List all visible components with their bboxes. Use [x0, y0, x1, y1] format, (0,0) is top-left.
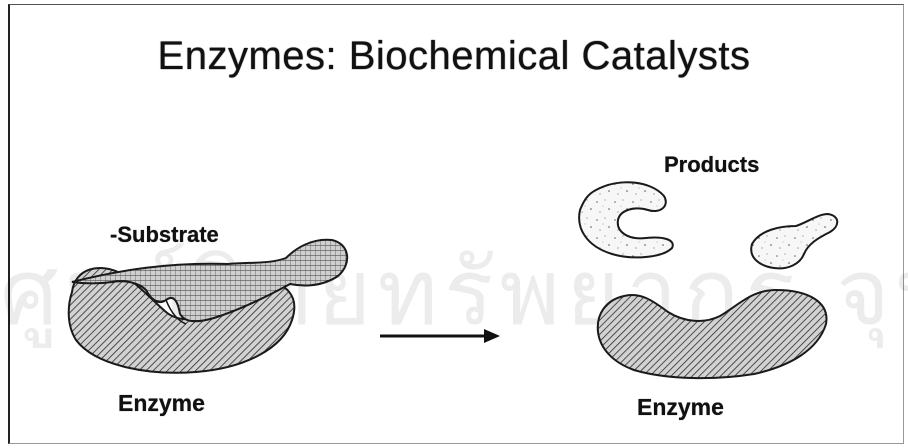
substrate-label: -Substrate — [110, 222, 219, 248]
products-label: Products — [664, 152, 759, 178]
product-crescent-shape — [579, 182, 673, 257]
product-small-shape — [751, 214, 837, 268]
enzyme-right-label: Enzyme — [637, 394, 724, 421]
enzyme-left-label: Enzyme — [118, 390, 205, 417]
enzyme-right-shape — [598, 290, 827, 378]
